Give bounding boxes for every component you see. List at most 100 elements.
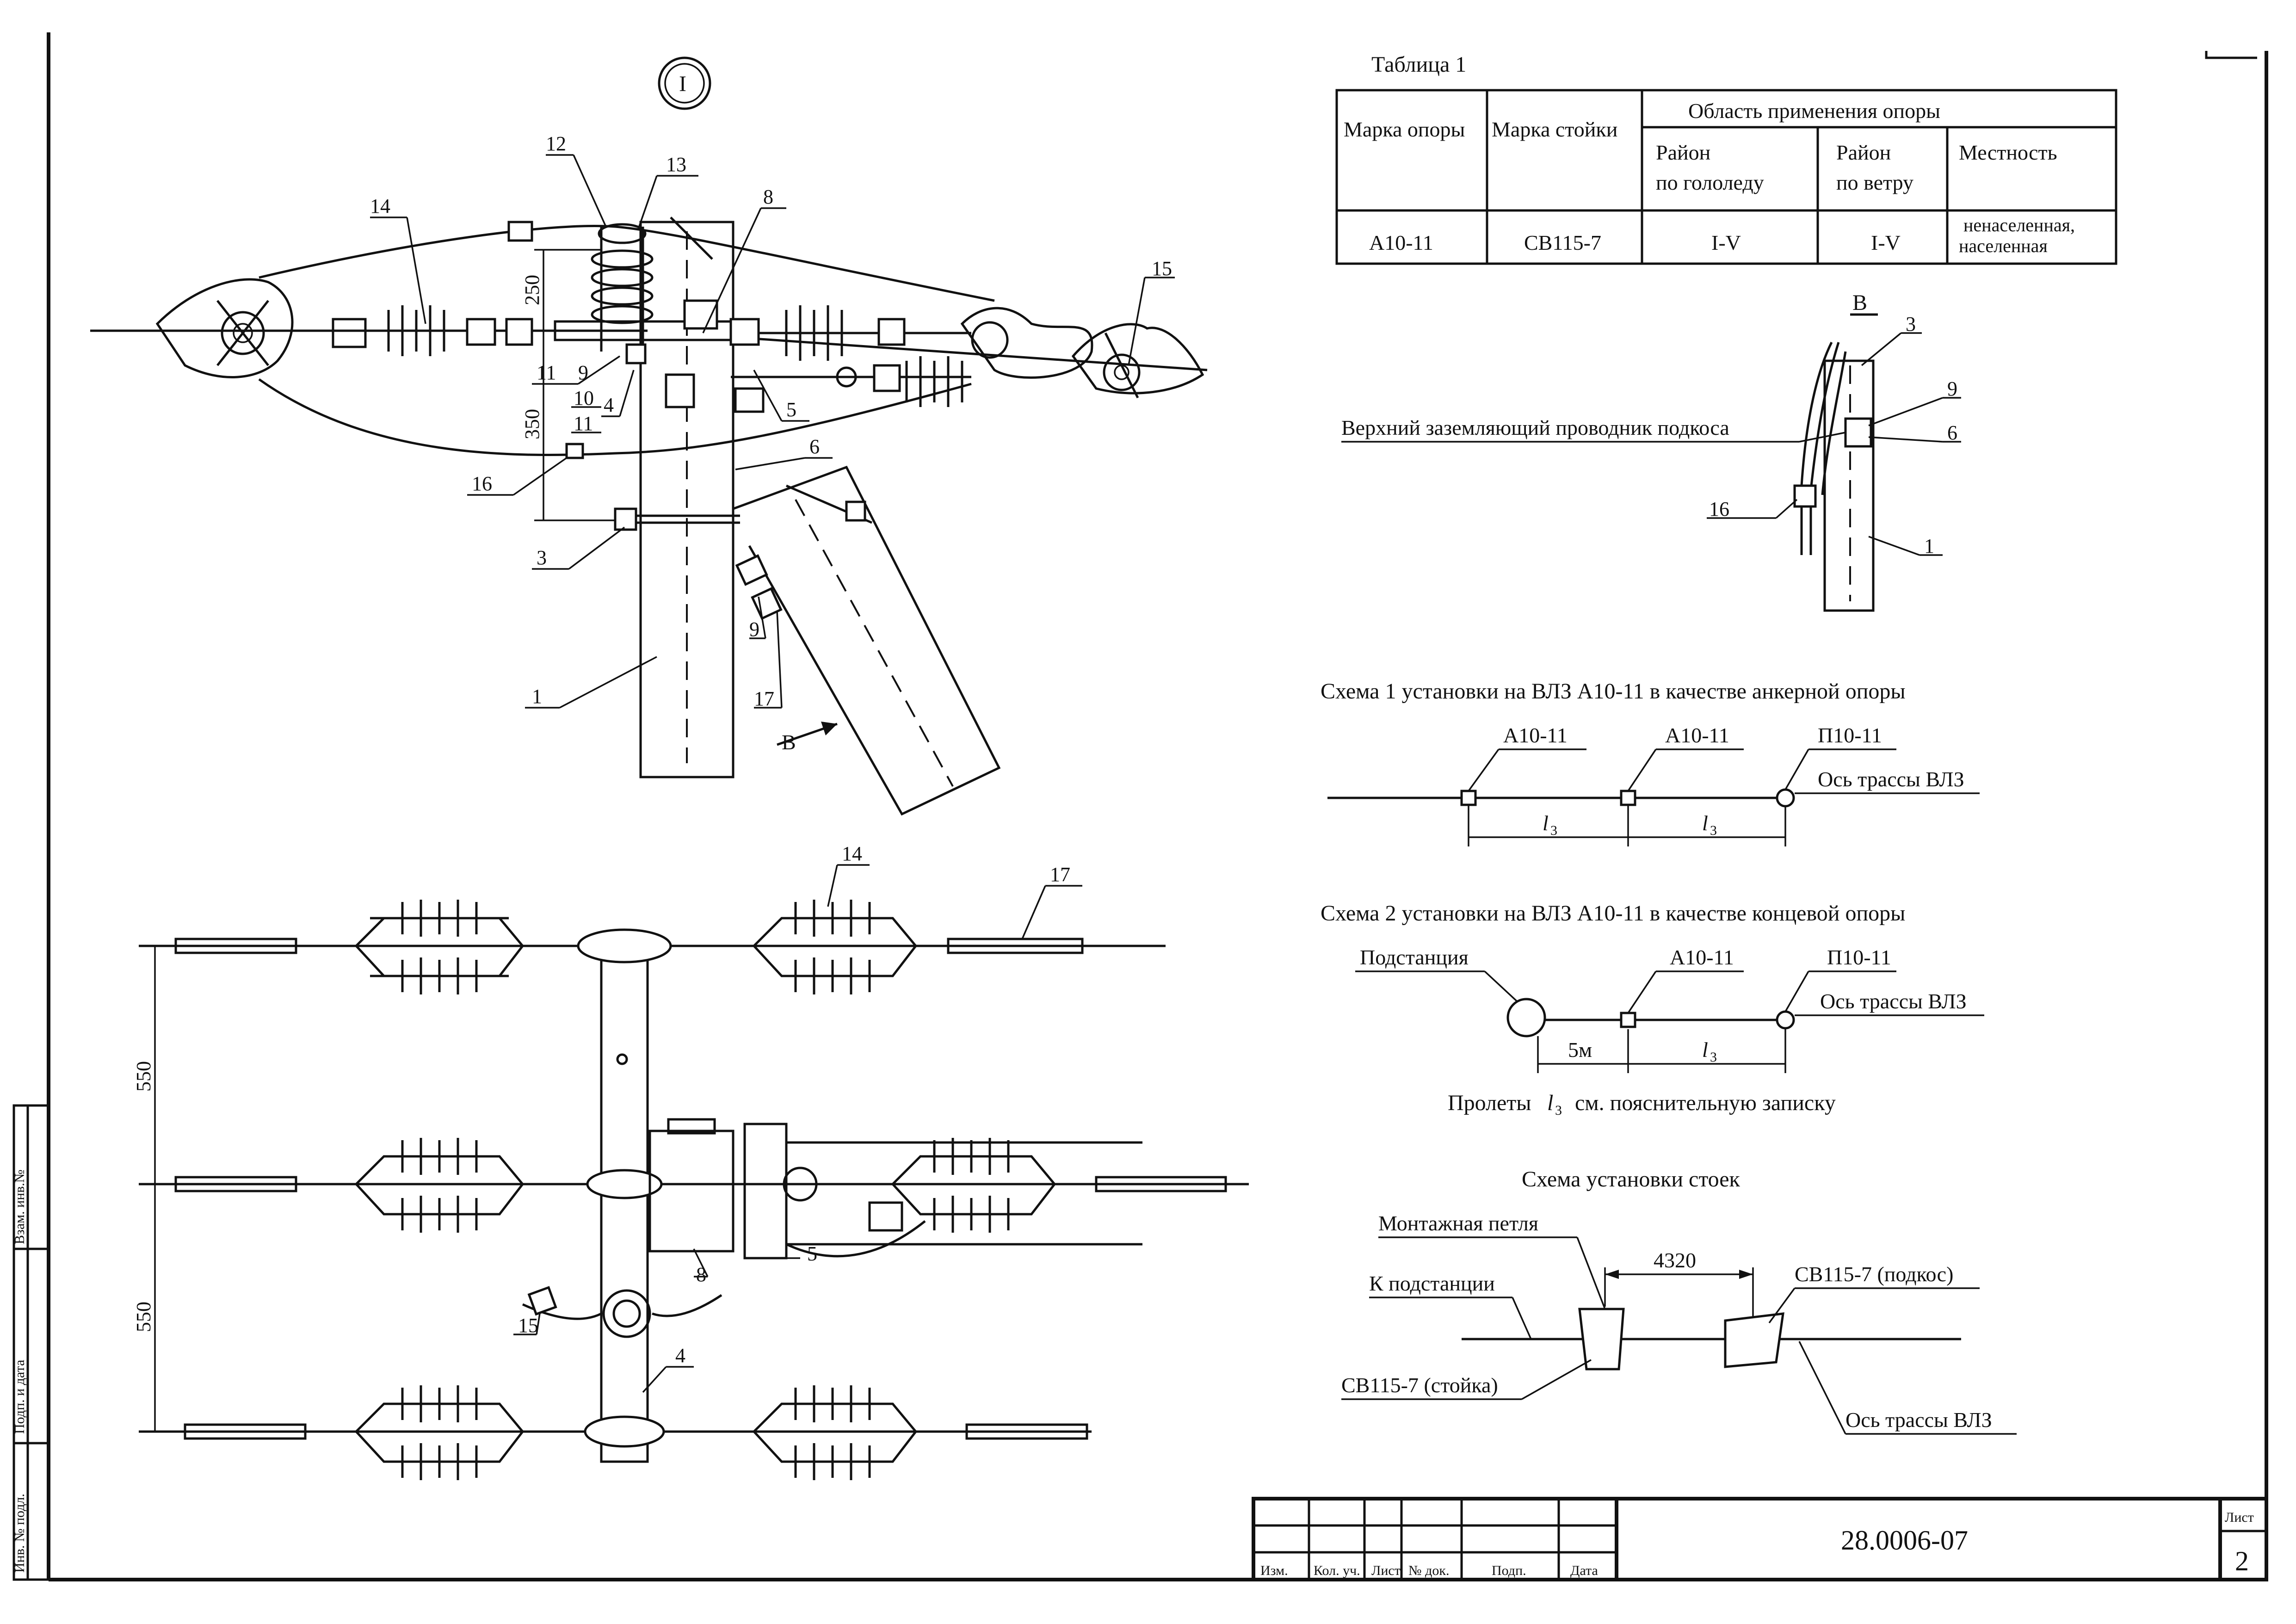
svg-text:3: 3 — [1550, 823, 1557, 838]
view-b-title: B — [1852, 290, 1867, 315]
svg-text:3: 3 — [1555, 1103, 1562, 1118]
brace-shape — [1724, 1312, 1784, 1368]
callout-9-b: 9 — [749, 618, 759, 641]
bottom-callout-8: 8 — [696, 1263, 706, 1286]
left-insulator-string — [278, 305, 615, 356]
callout-11-b: 11 — [574, 412, 593, 435]
svg-text:l: l — [1702, 811, 1708, 835]
pin-insulator-plan — [602, 1289, 651, 1338]
callout-3-top: 3 — [537, 546, 547, 569]
insulator-group-bl — [354, 1385, 525, 1480]
view-marker-circle — [658, 56, 711, 110]
spans-note: Пролеты l 3 см. пояснительную записку — [1448, 1091, 1836, 1118]
bottom-callout-4: 4 — [675, 1344, 685, 1367]
stamp-inv-original: Инв. № подл. — [12, 1494, 27, 1573]
insulator-group-ml — [354, 1138, 525, 1233]
col-list: Лист — [1371, 1563, 1401, 1578]
view-b: B 3 9 6 Верхний заземляющий проводник по… — [1341, 290, 1961, 612]
callout-1-top: 1 — [532, 685, 542, 708]
left-clamp — [155, 278, 294, 378]
svg-text:3: 3 — [1710, 1050, 1717, 1065]
table-1: Таблица 1 Марка опоры Марка стойки Облас… — [1335, 52, 2117, 265]
sheet-number: 2 — [2235, 1546, 2249, 1576]
top-view-assembly: I — [90, 56, 1208, 816]
th-terrain: Местность — [1959, 141, 2057, 164]
svg-text:3: 3 — [1710, 823, 1717, 838]
title-block: Изм. Кол. уч. Лист № док. Подп. Дата 28.… — [1252, 1497, 2268, 1581]
th-ice-1: Район — [1656, 141, 1710, 164]
stamp-sign-date: Подп. и дата — [12, 1360, 27, 1434]
bottom-callout-17: 17 — [1050, 863, 1070, 886]
callout-4-top: 4 — [604, 394, 614, 416]
scheme2-title: Схема 2 установки на ВЛЗ А10-11 в качест… — [1321, 901, 1905, 926]
posts-scheme: Схема установки стоек 4320 Монтажная пет… — [1341, 1167, 2017, 1435]
th-post-mark: Марка стойки — [1492, 117, 1617, 141]
side-stamp: Взам. инв.№ Подп. и дата Инв. № подл. — [12, 1104, 50, 1581]
view-b-pole — [1823, 359, 1875, 612]
callout-8-top: 8 — [763, 185, 773, 208]
scheme2-axis: Ось трассы ВЛЗ — [1820, 989, 1967, 1013]
substation-circle — [1506, 998, 1546, 1037]
scheme1-span-1: l 3 — [1543, 811, 1557, 838]
scheme2-dim-5m: 5м — [1568, 1038, 1592, 1062]
bracket — [648, 1130, 734, 1253]
scheme2-span: l 3 — [1702, 1038, 1717, 1065]
td-post-mark: CB115-7 — [1524, 231, 1601, 254]
scheme1-span-2: l 3 — [1702, 811, 1717, 838]
scheme1-label-1: A10-11 — [1503, 723, 1568, 747]
th-wind-2: по ветру — [1836, 171, 1913, 194]
scheme-2: Схема 2 установки на ВЛЗ А10-11 в качест… — [1321, 901, 1984, 1073]
stamp-replace-inv: Взам. инв.№ — [12, 1169, 27, 1244]
insulator-group-br — [752, 1385, 918, 1480]
right-clamp-2 — [1071, 323, 1204, 395]
th-wind-1: Район — [1836, 141, 1891, 164]
posts-dim: 4320 — [1654, 1248, 1696, 1272]
clamp — [743, 1123, 788, 1260]
callout-11-a: 11 — [537, 361, 556, 384]
section-label-b: B — [782, 730, 796, 754]
col-doc: № док. — [1408, 1563, 1449, 1578]
td-support-mark: A10-11 — [1369, 231, 1433, 254]
bottom-callout-5: 5 — [807, 1242, 817, 1265]
view-b-callout-6: 6 — [1947, 421, 1957, 444]
col-izm: Изм. — [1260, 1563, 1288, 1578]
pole-top — [639, 221, 734, 778]
scheme2-label-1: A10-11 — [1670, 945, 1734, 969]
svg-text:l: l — [1547, 1091, 1553, 1115]
callout-15-top: 16 — [472, 472, 492, 495]
view-b-callout-16: 16 — [1709, 498, 1729, 520]
dim-350: 350 — [521, 409, 543, 439]
td-wind: I-V — [1871, 231, 1901, 254]
posts-brace: CB115-7 (подкос) — [1795, 1262, 1953, 1286]
th-ice-2: по гололеду — [1656, 171, 1764, 194]
td-terrain-2: населенная — [1959, 235, 2048, 256]
scheme1-label-2: A10-11 — [1665, 723, 1729, 747]
bottom-callout-15: 15 — [518, 1314, 538, 1337]
posts-axis: Ось трассы ВЛЗ — [1845, 1408, 1992, 1432]
view-marker: I — [679, 72, 686, 96]
bottom-callout-14: 14 — [842, 842, 862, 865]
scheme1-title: Схема 1 установки на ВЛЗ А10-11 в качест… — [1321, 679, 1906, 704]
callout-10: 10 — [574, 387, 594, 409]
th-support-mark: Марка опоры — [1344, 117, 1465, 141]
insulator-group-tl — [354, 900, 525, 994]
svg-text:l: l — [1543, 811, 1549, 835]
callout-9-a: 9 — [578, 361, 588, 384]
posts-post: CB115-7 (стойка) — [1341, 1373, 1498, 1397]
view-b-callout-9: 9 — [1947, 377, 1957, 400]
callout-16-top: 17 — [754, 687, 774, 710]
pin-insulator — [591, 223, 654, 352]
svg-text:l: l — [1702, 1038, 1708, 1062]
td-ice: I-V — [1711, 231, 1741, 254]
sheet-label: Лист — [2225, 1510, 2254, 1525]
right-insulator-string — [729, 305, 971, 407]
callout-13: 13 — [666, 153, 686, 176]
callout-6: 6 — [809, 435, 820, 458]
posts-to-substation: К подстанции — [1369, 1272, 1495, 1295]
scheme2-substation: Подстанция — [1360, 945, 1469, 969]
svg-text:см. пояснительную записку: см. пояснительную записку — [1575, 1091, 1836, 1115]
scheme2-label-2: П10-11 — [1827, 945, 1891, 969]
callout-12: 12 — [546, 132, 566, 155]
insulator-group-tr — [752, 900, 918, 994]
